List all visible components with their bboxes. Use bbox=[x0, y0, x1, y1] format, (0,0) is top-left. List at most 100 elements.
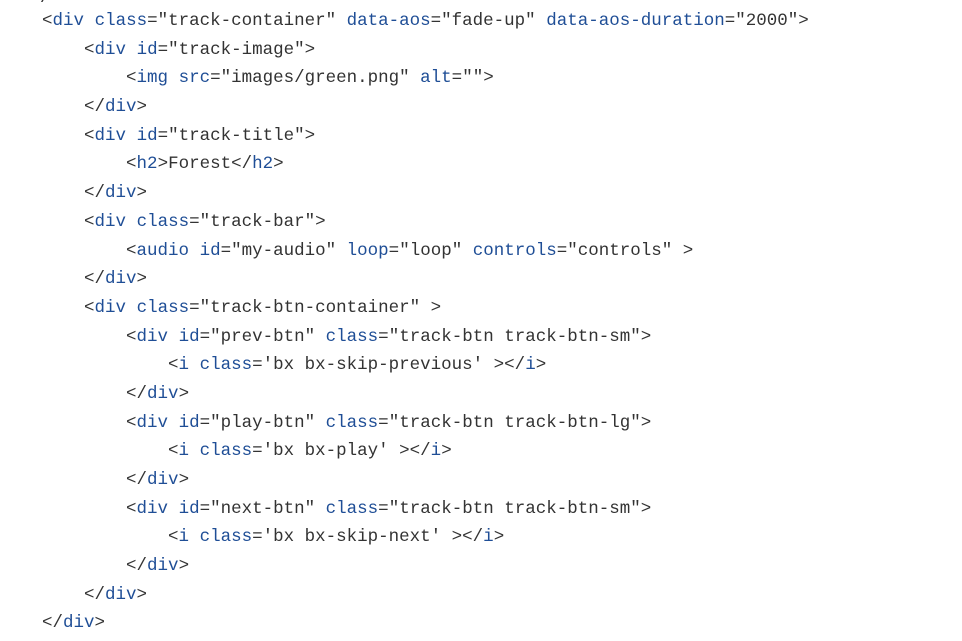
code-tag-name: div bbox=[105, 584, 137, 605]
code-equals: = bbox=[724, 11, 736, 31]
code-line: <i class='bx bx-skip-next' ></i> bbox=[0, 523, 809, 552]
code-tag-name: div bbox=[94, 211, 127, 232]
code-punctuation: > bbox=[682, 240, 694, 261]
code-attribute-value: "track-btn track-btn-sm" bbox=[388, 498, 641, 519]
code-text bbox=[126, 40, 137, 60]
code-tag-name: div bbox=[63, 613, 95, 634]
code-tag-name: i bbox=[525, 355, 536, 376]
code-punctuation: < bbox=[126, 412, 137, 433]
code-tag-name: div bbox=[147, 470, 179, 490]
code-equals: = bbox=[252, 355, 263, 376]
code-punctuation: > bbox=[798, 11, 809, 31]
code-text bbox=[126, 298, 137, 318]
code-attribute-value: "" bbox=[462, 68, 484, 89]
code-text bbox=[189, 355, 200, 375]
code-punctuation: < bbox=[84, 297, 95, 318]
code-equals: = bbox=[157, 125, 169, 146]
code-line: </div> bbox=[0, 380, 809, 409]
code-indent bbox=[0, 154, 126, 174]
clipped-previous-line: / bbox=[40, 0, 51, 2]
code-attribute-value: "track-btn track-btn-sm" bbox=[388, 326, 641, 347]
code-text bbox=[126, 212, 137, 232]
code-punctuation: </ bbox=[126, 383, 148, 404]
code-tag-name: audio bbox=[136, 240, 190, 261]
code-punctuation: < bbox=[168, 355, 179, 376]
code-punctuation: > bbox=[157, 154, 169, 175]
code-line: </div> bbox=[0, 466, 809, 495]
code-text: Forest bbox=[168, 154, 232, 175]
code-text bbox=[189, 441, 200, 461]
code-equals: = bbox=[210, 68, 221, 89]
code-text bbox=[315, 413, 326, 433]
code-indent bbox=[0, 556, 126, 576]
code-punctuation: > bbox=[136, 183, 148, 204]
code-punctuation: > bbox=[535, 355, 547, 376]
code-punctuation: > bbox=[273, 154, 284, 175]
code-indent bbox=[0, 298, 84, 318]
code-equals: = bbox=[451, 68, 463, 89]
code-tag-name: div bbox=[52, 11, 85, 31]
code-attribute-name: id bbox=[199, 240, 221, 261]
code-attribute-name: controls bbox=[472, 240, 557, 261]
code-tag-name: div bbox=[105, 183, 137, 204]
code-punctuation: > bbox=[640, 326, 652, 347]
code-equals: = bbox=[189, 297, 200, 318]
code-punctuation: </ bbox=[84, 584, 106, 605]
code-attribute-name: alt bbox=[420, 68, 452, 89]
code-punctuation: < bbox=[126, 154, 137, 175]
code-block: <div class="track-container" data-aos="f… bbox=[0, 7, 809, 638]
code-text bbox=[84, 11, 95, 31]
code-tag-name: div bbox=[147, 556, 179, 577]
code-punctuation: > bbox=[136, 269, 148, 290]
code-tag-name: div bbox=[136, 326, 169, 347]
code-line: </div> bbox=[0, 581, 809, 610]
code-line: <h2>Forest</h2> bbox=[0, 150, 809, 179]
code-indent bbox=[0, 441, 168, 461]
code-punctuation: > bbox=[493, 527, 505, 548]
code-text bbox=[672, 241, 683, 261]
code-attribute-name: class bbox=[199, 355, 253, 376]
code-line: </div> bbox=[0, 265, 809, 294]
code-text bbox=[420, 298, 431, 318]
code-line: <audio id="my-audio" loop="loop" control… bbox=[0, 237, 809, 266]
code-indent bbox=[0, 527, 168, 547]
code-text bbox=[315, 499, 326, 519]
code-punctuation: > bbox=[178, 470, 190, 490]
code-indent bbox=[0, 327, 126, 347]
code-attribute-name: src bbox=[178, 68, 211, 89]
code-punctuation: ></ bbox=[493, 355, 526, 376]
code-attribute-value: "track-title" bbox=[168, 125, 305, 146]
code-punctuation: < bbox=[126, 498, 137, 519]
code-text bbox=[441, 527, 452, 547]
code-text bbox=[168, 499, 179, 519]
code-equals: = bbox=[220, 240, 232, 261]
code-equals: = bbox=[147, 11, 158, 31]
code-line: <div id="prev-btn" class="track-btn trac… bbox=[0, 323, 809, 352]
code-text bbox=[315, 327, 326, 347]
code-indent bbox=[0, 413, 126, 433]
code-text bbox=[536, 11, 547, 31]
code-indent bbox=[0, 355, 168, 375]
code-punctuation: < bbox=[168, 441, 179, 462]
code-punctuation: > bbox=[136, 97, 148, 118]
code-attribute-value: "track-btn-container" bbox=[199, 297, 421, 318]
code-attribute-value: "controls" bbox=[567, 240, 673, 261]
code-indent bbox=[0, 384, 126, 404]
code-attribute-name: class bbox=[136, 297, 190, 318]
code-attribute-name: data-aos bbox=[346, 11, 431, 31]
code-attribute-value: "track-image" bbox=[168, 39, 305, 60]
code-punctuation: </ bbox=[84, 183, 106, 204]
code-tag-name: i bbox=[178, 441, 190, 462]
code-punctuation: > bbox=[178, 383, 190, 404]
code-tag-name: h2 bbox=[136, 154, 158, 175]
code-equals: = bbox=[199, 498, 211, 519]
code-text bbox=[389, 441, 400, 461]
code-text bbox=[168, 413, 179, 433]
code-attribute-name: class bbox=[136, 211, 190, 232]
code-attribute-name: class bbox=[94, 11, 148, 31]
code-attribute-value: "fade-up" bbox=[441, 11, 536, 31]
code-tag-name: i bbox=[430, 441, 442, 462]
code-indent bbox=[0, 269, 84, 289]
code-line: </div> bbox=[0, 93, 809, 122]
